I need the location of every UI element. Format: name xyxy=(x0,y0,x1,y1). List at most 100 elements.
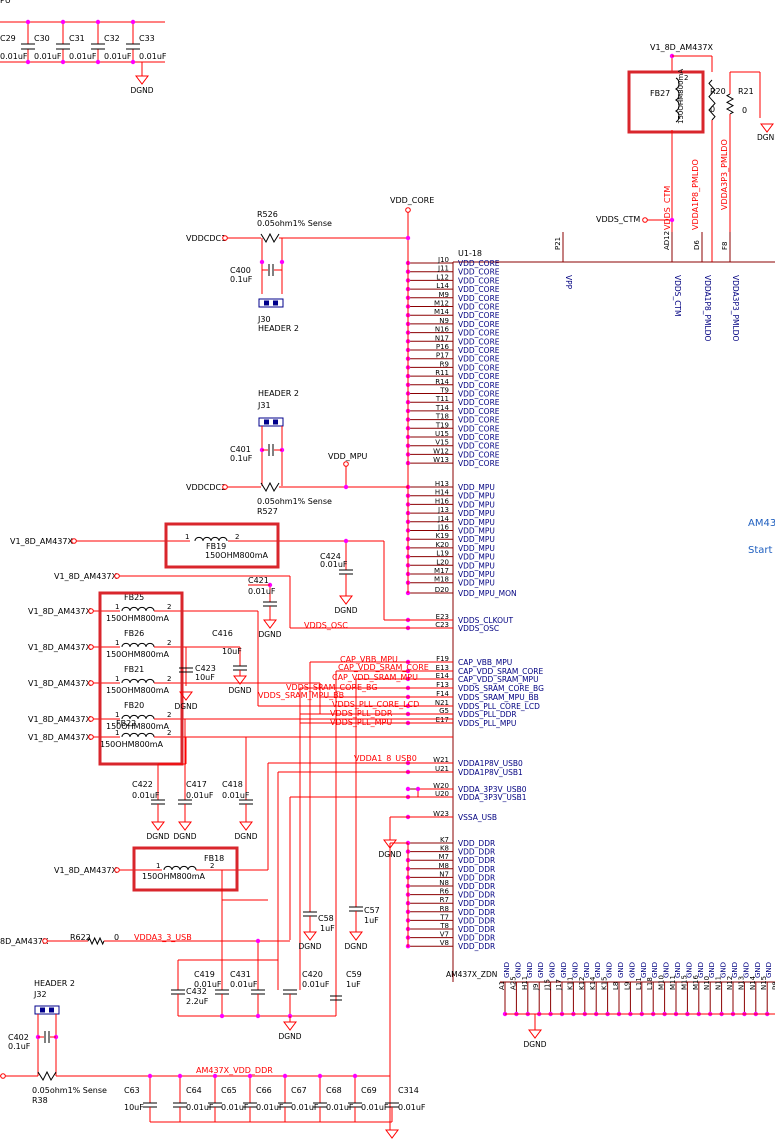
pin-number: T8 xyxy=(439,922,449,930)
net-label: V1_8D_AM437X xyxy=(54,866,117,875)
capacitor-ref: C58 xyxy=(318,914,334,923)
pin-name: VDD_CORE xyxy=(458,285,500,294)
capacitor-value: 0.1uF xyxy=(230,454,253,463)
pin-number: F14 xyxy=(436,690,449,698)
ferrite-bead-coil xyxy=(674,77,680,123)
chip-ref: U1-18 xyxy=(458,249,482,258)
pin-name: VDD_DDR xyxy=(458,908,495,917)
pin-number: R7 xyxy=(440,896,449,904)
ferrite-value: 150OHM800mA xyxy=(142,872,206,881)
ferrite-bead-coil xyxy=(121,606,155,612)
net-label: V1_8D_AM437X xyxy=(650,43,713,52)
capacitor-ref: C66 xyxy=(256,1086,272,1095)
net-label: CAP_VDD_SRAM_CORE xyxy=(338,663,429,672)
pin-number: J13 xyxy=(437,506,449,514)
ground-label: DGND xyxy=(345,942,368,951)
port-label: VDDCDC2 xyxy=(186,483,226,492)
net-label: V1_8D_AM437X xyxy=(28,679,91,688)
pin-number: U15 xyxy=(435,430,449,438)
pin-name: GND xyxy=(503,962,511,978)
capacitor-ref: C63 xyxy=(124,1086,140,1095)
ferrite-ref: FB26 xyxy=(124,629,144,638)
pin-name: VDD_CORE xyxy=(458,311,500,320)
pin-name: VDDS_SRAM_CORE_BG xyxy=(458,684,544,693)
pin-number: N15 xyxy=(760,976,768,990)
junction-dot xyxy=(95,19,101,25)
resistor xyxy=(725,93,735,115)
pin-name: GND xyxy=(754,962,762,978)
pin-name: GND xyxy=(583,962,591,978)
pin-name: GND xyxy=(651,962,659,978)
pin-name: VDD_CORE xyxy=(458,259,500,268)
header-value: HEADER 2 xyxy=(34,979,75,988)
pin-name: VDD_MPU xyxy=(458,500,495,509)
pin-number: N17 xyxy=(435,334,449,342)
chip-start-partial: Start xyxy=(748,545,773,556)
pin-number: K20 xyxy=(436,541,450,549)
capacitor-value: 0.01uF xyxy=(69,52,97,61)
pin-name: VDD_DDR xyxy=(458,925,495,934)
pin-name: VDD_DDR xyxy=(458,891,495,900)
port-connector xyxy=(88,644,94,650)
ferrite-value: 150OHM800mA xyxy=(205,551,269,560)
pin-number: W13 xyxy=(433,456,449,464)
junction-dot xyxy=(147,1073,153,1079)
pin-number: D6 xyxy=(693,240,701,250)
pin-number: L8 xyxy=(612,982,620,990)
resistor xyxy=(708,79,716,121)
ground-label: DGND xyxy=(524,1040,547,1049)
net-label-partial: 8D_AM437X xyxy=(0,937,49,946)
pin-number: M10 xyxy=(658,975,666,990)
ferrite-ref: FB22 xyxy=(116,719,136,728)
ferrite-bead-coil xyxy=(121,678,155,684)
capacitor-ref: C57 xyxy=(364,906,380,915)
highlight-box-fb18 xyxy=(132,846,239,892)
capacitor-ref: C424 xyxy=(320,552,341,561)
header-pin xyxy=(273,419,278,425)
net-label: VDD_MPU xyxy=(328,452,368,461)
pin-number: N13 xyxy=(737,976,745,990)
pin-name: GND xyxy=(526,962,534,978)
pin-number: M15 xyxy=(680,975,688,990)
capacitor-value: 0.01uF xyxy=(398,1103,426,1112)
highlight-box-fb19 xyxy=(164,522,280,569)
resistor-ref: R20 xyxy=(710,87,726,96)
capacitor-ref: C32 xyxy=(104,34,120,43)
pin-name: GND xyxy=(765,962,773,978)
pin-number: R11 xyxy=(435,369,449,377)
junction-dot xyxy=(130,19,136,25)
pin-number: M9 xyxy=(439,291,450,299)
pin-name: CAP_VBB_MPU xyxy=(458,658,512,667)
pin-number: W21 xyxy=(433,756,449,764)
capacitor-value: 0.01uF xyxy=(326,1103,354,1112)
port-connector xyxy=(642,217,648,223)
pin-name: VDD_MPU_MON xyxy=(458,589,517,598)
chip-part: AM437X_ZDN xyxy=(446,970,497,979)
pin-name: GND xyxy=(617,962,625,978)
pin-name: VDD_MPU xyxy=(458,492,495,501)
pin-name: GND xyxy=(571,962,579,978)
pin-number: 1 xyxy=(115,603,119,611)
pin-number: N10 xyxy=(703,976,711,990)
pin-number: 1 xyxy=(115,639,119,647)
pin-number: A25 xyxy=(509,976,517,990)
header-pin xyxy=(273,300,278,306)
partial-label: PU xyxy=(0,0,11,5)
pin-number: M8 xyxy=(439,862,450,870)
pin-name: VDDS_CLKOUT xyxy=(458,616,514,625)
ground-symbol xyxy=(385,1129,399,1139)
header-body xyxy=(258,417,284,427)
pin-number: J10 xyxy=(437,256,449,264)
net-label: V1_8D_AM437X xyxy=(28,715,91,724)
capacitor-value: 0.01uF xyxy=(34,52,62,61)
pin-name: GND xyxy=(674,962,682,978)
pin-number: K14 xyxy=(589,976,597,990)
pin-number: V8 xyxy=(440,939,449,947)
pin-name: VDD_MPU xyxy=(458,570,495,579)
pin-number: L18 xyxy=(646,977,654,990)
pin-name: GND xyxy=(697,962,705,978)
pin-name: VDD_DDR xyxy=(458,934,495,943)
capacitor-value: 0.01uF xyxy=(222,791,250,800)
junction-dot xyxy=(405,786,411,792)
